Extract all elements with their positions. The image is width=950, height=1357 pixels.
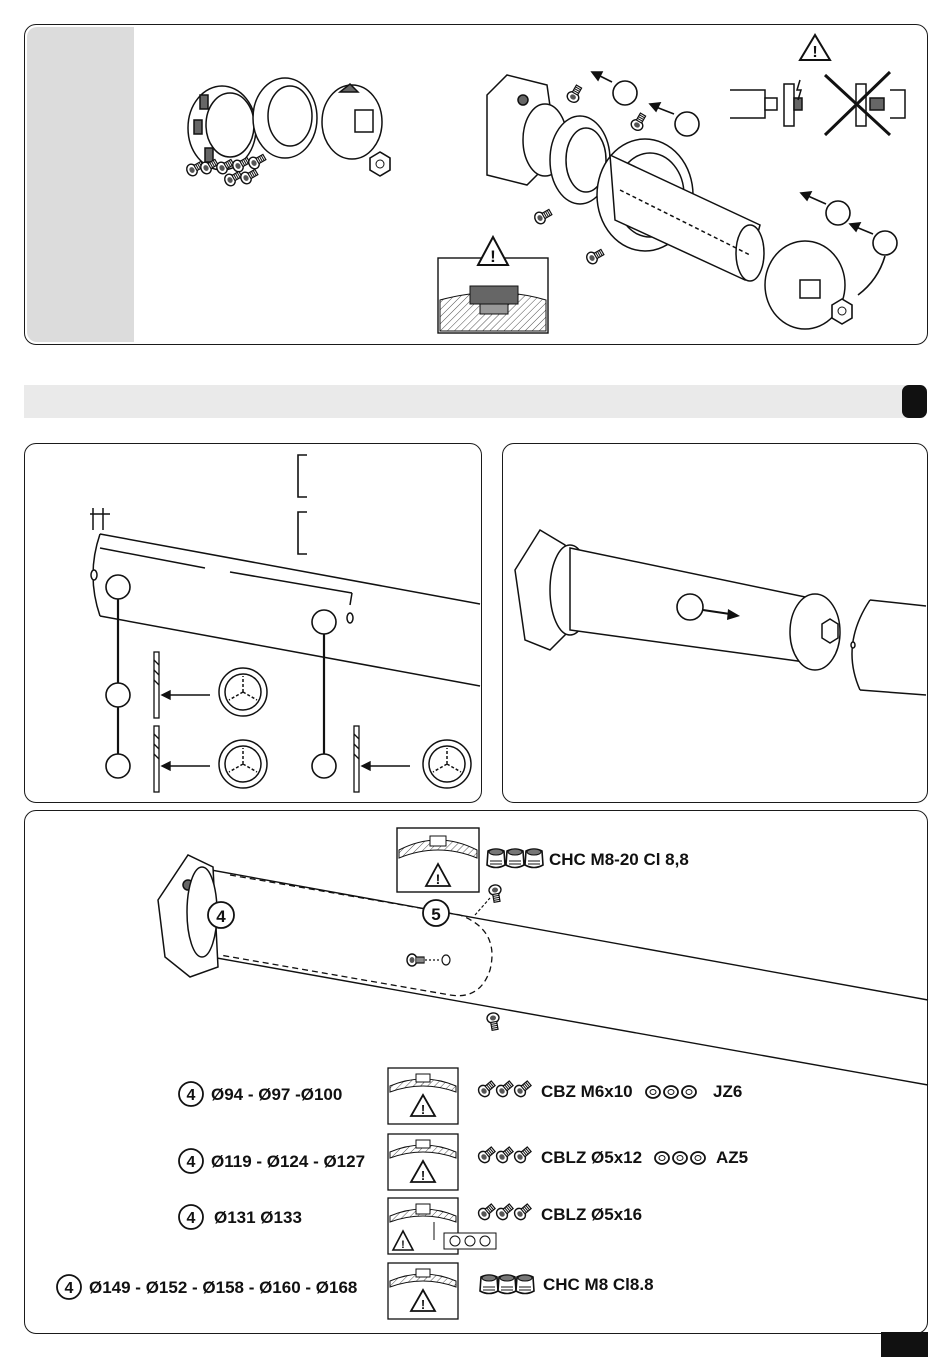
- tube-section-icon: [219, 668, 471, 788]
- screw-icon: [486, 1012, 501, 1031]
- svg-text:!: !: [401, 1239, 405, 1251]
- spec-row-2: 4 Ø119 - Ø124 - Ø127 ! CBLZ Ø5x12 AZ5: [179, 1134, 748, 1190]
- svg-text:!: !: [812, 44, 817, 61]
- incorrect-fitting-detail: [825, 72, 905, 135]
- callout-4: 4: [208, 902, 234, 928]
- svg-text:!: !: [421, 1297, 425, 1312]
- tube-drawing: [90, 508, 480, 686]
- adapter-ring-part: [253, 78, 317, 158]
- spec-row-4: 4 Ø149 - Ø152 - Ø158 - Ø160 - Ø168 ! CHC…: [57, 1263, 654, 1319]
- svg-text:4: 4: [187, 1087, 196, 1104]
- bracket-marks: [298, 455, 307, 554]
- svg-text:CBLZ Ø5x12: CBLZ Ø5x12: [541, 1148, 642, 1167]
- tube-drawing: [200, 868, 928, 1085]
- top-screw-label: CHC M8-20 Cl 8,8: [549, 850, 689, 869]
- screw-icon: [533, 207, 554, 226]
- svg-text:CHC M8 Cl8.8: CHC M8 Cl8.8: [543, 1275, 654, 1294]
- svg-text:Ø119 - Ø124 - Ø127: Ø119 - Ø124 - Ø127: [211, 1152, 365, 1171]
- svg-text:4: 4: [65, 1280, 74, 1297]
- svg-text:CBZ M6x10: CBZ M6x10: [541, 1082, 633, 1101]
- warning-inset-box: !: [438, 237, 548, 333]
- svg-text:!: !: [436, 871, 441, 887]
- screw-icon: [488, 884, 503, 903]
- callout-5: 5: [423, 900, 449, 926]
- drive-wheel-part: [322, 84, 382, 159]
- svg-text:!: !: [490, 247, 496, 266]
- svg-text:AZ5: AZ5: [716, 1148, 748, 1167]
- callout-circle: [106, 575, 336, 778]
- roller-tube-part: [851, 600, 926, 695]
- svg-text:4: 4: [216, 907, 226, 926]
- motor-body-part: [570, 548, 840, 670]
- nut-part: [370, 152, 390, 176]
- screw-icon: [585, 247, 606, 266]
- svg-text:4: 4: [187, 1210, 196, 1227]
- svg-text:4: 4: [187, 1154, 196, 1171]
- bolt-icons: [487, 849, 543, 868]
- callout-connectors: [118, 599, 324, 754]
- svg-text:5: 5: [431, 905, 440, 924]
- spec-row-1: 4 Ø94 - Ø97 -Ø100 ! CBZ M6x10 JZ6: [179, 1068, 742, 1124]
- svg-text:Ø131 Ø133: Ø131 Ø133: [214, 1208, 302, 1227]
- correct-fitting-detail: [730, 80, 802, 126]
- svg-text:!: !: [421, 1102, 425, 1117]
- svg-text:Ø94 - Ø97 -Ø100: Ø94 - Ø97 -Ø100: [211, 1085, 342, 1104]
- warning-icon: !: [800, 35, 830, 61]
- screw-icon: [565, 84, 584, 105]
- svg-text:CBLZ Ø5x16: CBLZ Ø5x16: [541, 1205, 642, 1224]
- end-nut-part: [832, 299, 852, 324]
- screw-icon: [629, 112, 648, 133]
- screw-icon: [407, 954, 424, 966]
- motor-outline-dashed: [220, 875, 492, 996]
- warning-inset-box: !: [397, 828, 479, 892]
- svg-text:JZ6: JZ6: [713, 1082, 742, 1101]
- svg-text:Ø149 - Ø152 - Ø158 - Ø160 - Ø1: Ø149 - Ø152 - Ø158 - Ø160 - Ø168: [89, 1278, 357, 1297]
- svg-text:!: !: [421, 1168, 425, 1183]
- arrows-to-drill: [162, 691, 410, 770]
- spec-row-3: 4 Ø131 Ø133 ! CBLZ Ø5x16: [179, 1198, 642, 1254]
